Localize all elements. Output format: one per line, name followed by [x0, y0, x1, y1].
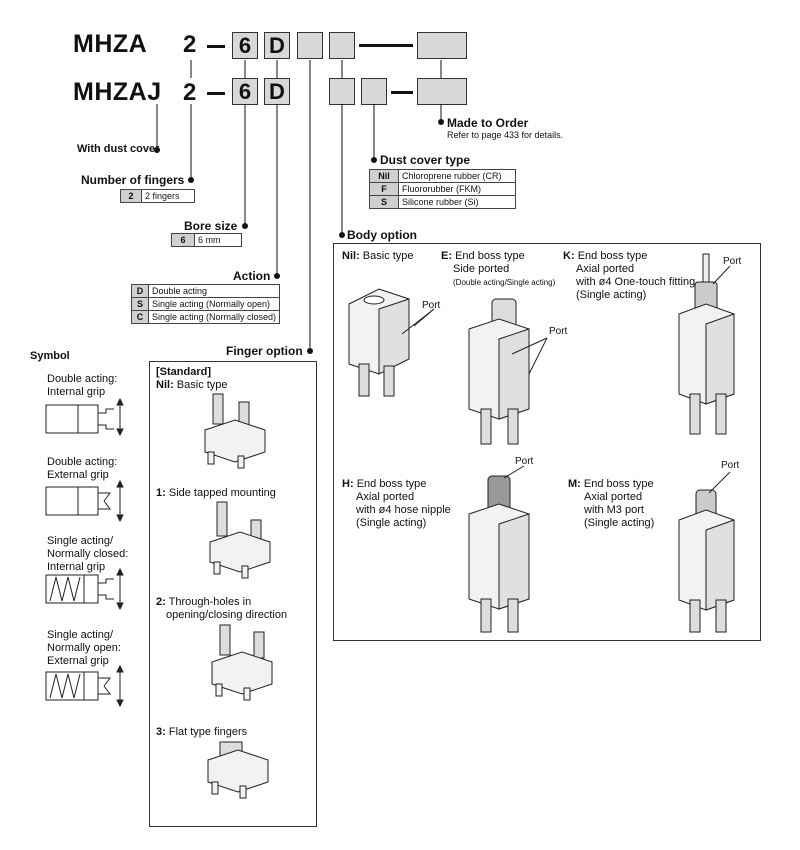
port-label: Port	[515, 456, 534, 467]
fingers-code-1: 2	[183, 31, 197, 58]
body-option-k: K: End boss type Axial ported with ø4 On…	[563, 250, 696, 301]
bore-code-box-2: 6	[232, 78, 258, 105]
fingers-code-2: 2	[183, 79, 197, 106]
finger-option-2: 2: Through-holes in opening/closing dire…	[156, 596, 288, 621]
option-desc: Single acting (Normally closed)	[147, 310, 281, 324]
dash	[359, 44, 413, 47]
action-title: Action	[233, 269, 271, 283]
body-option-h: H: End boss type Axial ported with ø4 ho…	[342, 478, 451, 529]
option-code: C	[131, 310, 149, 324]
body-option-nil: Nil: Basic type	[342, 250, 414, 262]
made-to-order-title: Made to Order	[447, 116, 529, 130]
model-name-1: MHZA	[73, 30, 148, 58]
finger-option-3: 3: Flat type fingers	[156, 726, 248, 738]
option-desc: Single acting (Normally open)	[147, 297, 281, 311]
finger-option-box-1	[297, 32, 323, 59]
port-label: Port	[721, 460, 740, 471]
symbol-label-1: Double acting:Internal grip	[47, 373, 118, 398]
leader-dot	[188, 177, 194, 183]
finger-option-title: Finger option	[226, 344, 303, 358]
option-desc: 6 mm	[194, 233, 242, 247]
made-to-order-note: Refer to page 433 for details.	[447, 130, 564, 140]
symbol-label-4: Single acting/Normally open:External gri…	[47, 629, 121, 667]
leader-dot	[307, 348, 313, 354]
port-label: Port	[723, 256, 742, 267]
option-code: Nil	[369, 169, 399, 183]
finger-option-1: 1: Side tapped mounting	[156, 487, 276, 499]
pneumatic-symbols	[45, 397, 124, 708]
body-option-box-1	[329, 32, 355, 59]
port-label: Port	[422, 300, 441, 311]
option-code: 6	[171, 233, 195, 247]
made-to-order-box-2	[417, 78, 467, 105]
option-code: D	[131, 284, 149, 298]
finger-option-nil: Nil: Basic type	[156, 379, 228, 391]
action-code-box-2: D	[264, 78, 290, 105]
option-desc: Fluororubber (FKM)	[398, 182, 516, 196]
dust-cover-label: With dust cover	[77, 143, 160, 155]
finger-option-panel: [Standard] Nil: Basic type 1: Side tappe…	[149, 361, 317, 827]
dash	[391, 91, 413, 94]
bore-size-title: Bore size	[184, 219, 238, 233]
leader-dot	[371, 157, 377, 163]
option-desc: Silicone rubber (Si)	[398, 195, 516, 209]
body-option-title: Body option	[347, 228, 417, 242]
symbol-label-3: Single acting/Normally closed:Internal g…	[47, 535, 129, 573]
leader-dot	[242, 223, 248, 229]
leader-dot	[274, 273, 280, 279]
port-label: Port	[549, 326, 568, 337]
symbol-title: Symbol	[30, 350, 70, 362]
leader-dot	[438, 119, 444, 125]
leader-dot	[154, 147, 160, 153]
body-option-e: E: End boss type Side ported (Double act…	[441, 250, 556, 287]
symbol-label-2: Double acting:External grip	[47, 456, 118, 481]
dust-cover-type-title: Dust cover type	[380, 153, 471, 167]
option-code: 2	[120, 189, 142, 203]
option-code: S	[369, 195, 399, 209]
finger-option-illustrations	[204, 393, 273, 799]
dash	[207, 45, 225, 48]
made-to-order-box-1	[417, 32, 467, 59]
option-desc: 2 fingers	[141, 189, 195, 203]
option-code: S	[131, 297, 149, 311]
body-option-illustrations	[348, 253, 735, 633]
body-option-box-2	[329, 78, 355, 105]
finger-option-standard: [Standard]	[156, 366, 211, 378]
body-option-m: M: End boss type Axial ported with M3 po…	[568, 478, 655, 529]
dash	[207, 92, 225, 95]
number-of-fingers-title: Number of fingers	[81, 173, 185, 187]
option-desc: Chloroprene rubber (CR)	[398, 169, 516, 183]
action-code-box-1: D	[264, 32, 290, 59]
body-option-panel: Nil: Basic type E: End boss type Side po…	[333, 243, 761, 641]
leader-dot	[339, 232, 345, 238]
option-desc: Double acting	[147, 284, 281, 298]
model-name-2: MHZAJ	[73, 78, 162, 106]
option-code: F	[369, 182, 399, 196]
bore-code-box-1: 6	[232, 32, 258, 59]
